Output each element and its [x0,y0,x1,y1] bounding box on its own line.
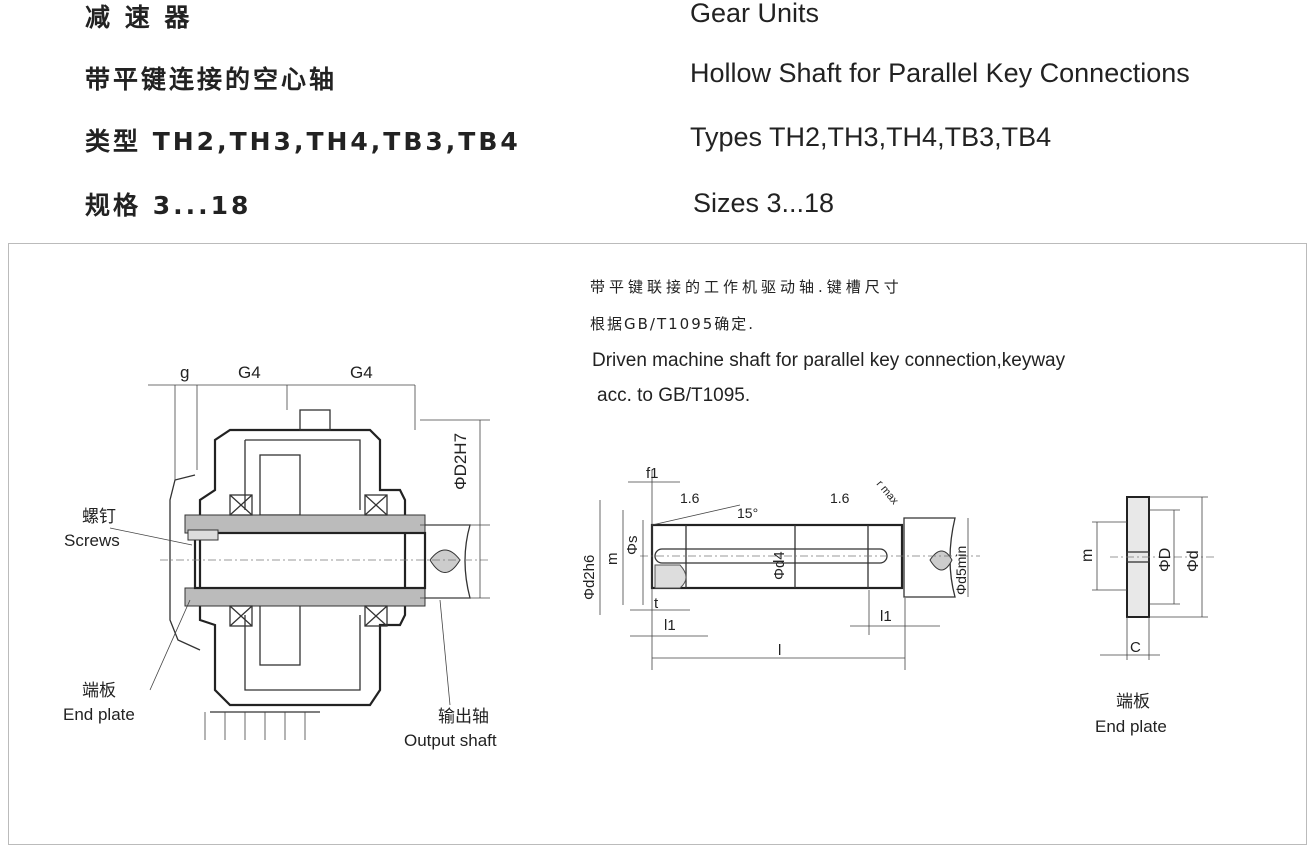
dim-d2h7: ΦD2H7 [451,433,470,490]
title-cn: 减 速 器 [85,3,193,32]
label-output-en: Output shaft [404,731,497,750]
endplate-label-cn: 端板 [1116,692,1150,711]
label-screws-en: Screws [64,531,120,550]
dim-d5min: Φd5min [953,546,969,595]
dim-g4-right: G4 [350,363,373,382]
roughness-1: 1.6 [680,490,700,506]
dim-l1-left: l1 [664,617,676,634]
endplate-drawing [1092,496,1215,660]
endplate-dim-m: m [1079,549,1096,562]
subtitle-cn: 带平键连接的空心轴 [85,65,338,94]
dim-l: l [778,642,781,659]
endplate-dim-c: C [1130,639,1141,656]
angle-15: 15° [737,505,758,521]
label-output-cn: 输出轴 [438,707,489,726]
dim-f1: f1 [646,465,659,482]
dim-t: t [654,595,659,612]
note-cn-2: 根据GB/T1095确定. [590,315,756,333]
label-endplate-en: End plate [63,705,135,724]
endplate-dim-d: Φd [1185,550,1202,572]
endplate-dim-D: ΦD [1157,548,1174,572]
note-en-2: acc. to GB/T1095. [597,385,751,406]
sizes-cn: 规格 3...18 [85,191,252,220]
title-en: Gear Units [690,0,820,28]
sizes-en: Sizes 3...18 [693,188,835,218]
roughness-2: 1.6 [830,490,850,506]
dim-l1-right: l1 [880,608,892,625]
label-screws-cn: 螺钉 [82,507,116,526]
dim-d4: Φd4 [771,551,788,580]
dim-m: m [604,553,621,566]
types-en: Types TH2,TH3,TH4,TB3,TB4 [690,122,1052,152]
gear-unit-section [109,384,490,740]
note-en-1: Driven machine shaft for parallel key co… [592,350,1066,371]
dim-rmax: r max [874,478,901,507]
dim-g: g [180,363,189,382]
dim-s: Φs [624,536,641,555]
label-endplate-cn: 端板 [82,681,116,700]
dim-g4-left: G4 [238,363,261,382]
dim-d2h6: Φd2h6 [581,555,598,600]
endplate-label-en: End plate [1095,717,1167,736]
note-cn-1: 带平键联接的工作机驱动轴.键槽尺寸 [590,278,903,296]
shaft-drawing [599,470,980,670]
types-cn: 类型 TH2,TH3,TH4,TB3,TB4 [85,127,521,156]
subtitle-en: Hollow Shaft for Parallel Key Connection… [690,58,1190,88]
